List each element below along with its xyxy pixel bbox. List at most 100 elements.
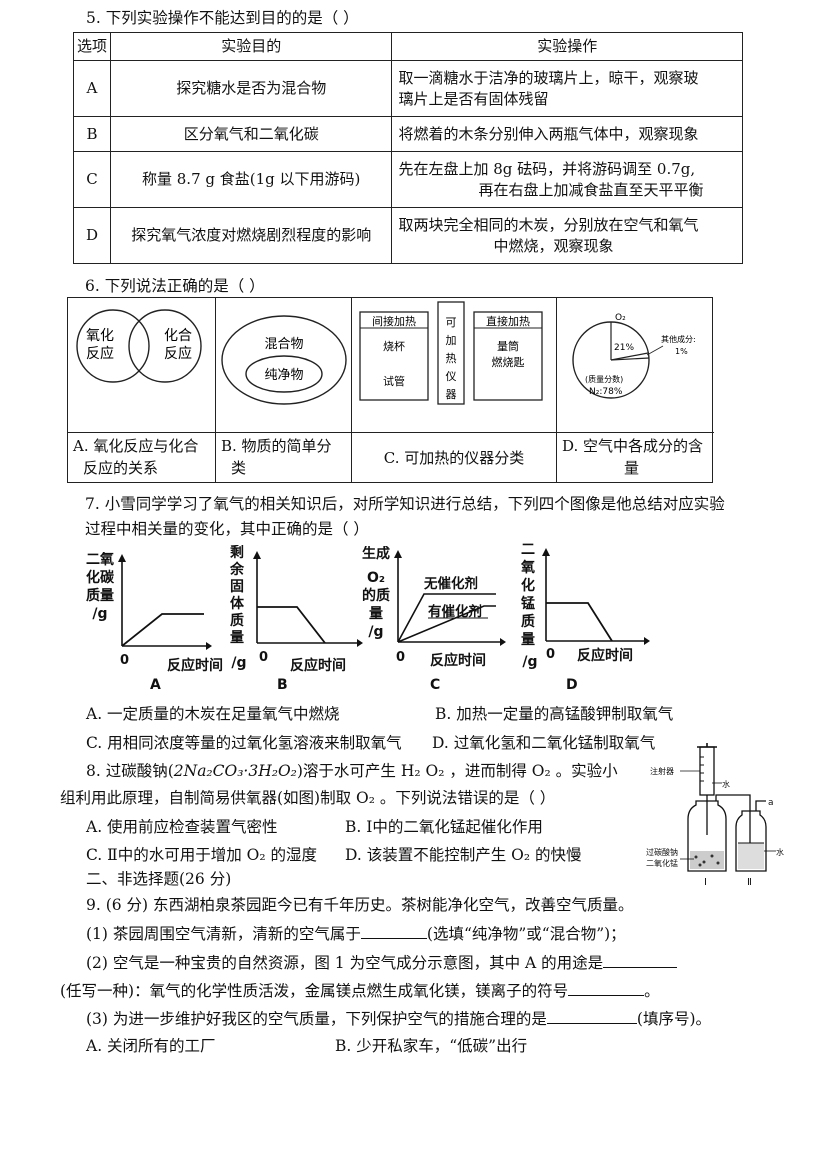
indirect-item: 试管 <box>383 374 405 388</box>
graph-a-letter: A <box>150 677 161 693</box>
q6-panel-c: 间接加热 烧杯 试管 可 加 热 仪 器 直接加热 量筒 燃烧匙 C. 可加热的… <box>352 298 557 482</box>
option-cell: D <box>73 207 111 264</box>
bottle-ii <box>735 810 767 872</box>
venn-right-label: 化合 <box>164 328 192 344</box>
middle-char: 热 <box>446 352 457 365</box>
answer-blank[interactable] <box>568 980 645 996</box>
q6-panel-a: 氧化 反应 化合 反应 A. 氧化反应与化合反应的关系 <box>68 298 216 482</box>
svg-text:体: 体 <box>230 595 245 612</box>
answer-blank[interactable] <box>360 923 427 939</box>
q7-line1: 7. 小雪同学学习了氧气的相关知识后，对所学知识进行总结，下列四个图像是他总结对… <box>85 495 725 513</box>
pie-divider <box>610 357 650 361</box>
q5-title: 5. 下列实验操作不能达到目的的是（ ） <box>86 9 359 27</box>
middle-char: 加 <box>446 334 457 347</box>
venn-diagram: 氧化 反应 化合 反应 <box>76 309 202 383</box>
svg-text:0: 0 <box>120 653 129 668</box>
graph-b-xlabel: 反应时间 <box>290 658 346 674</box>
svg-text:固: 固 <box>230 579 244 595</box>
graph-c-curve-catalyst <box>397 593 496 643</box>
direct-item: 量筒 <box>497 339 519 353</box>
other-label: 其他成分: <box>661 334 696 344</box>
option-cell: B <box>73 116 111 152</box>
air-pie-chart: O₂ 21% 其他成分: 1% (质量分数) N₂:78% <box>572 313 696 399</box>
svg-text:锰: 锰 <box>521 595 535 612</box>
bottle-ii-label: Ⅱ <box>747 877 752 888</box>
indirect-item: 烧杯 <box>383 339 405 353</box>
q9-intro: 9. (6 分) 东西湖柏泉茶园距今已有千年历史。茶树能净化空气，改善空气质量。 <box>86 896 634 914</box>
q8-option-b: B. Ⅰ中的二氧化锰起催化作用 <box>345 818 543 836</box>
graph-a-xlabel: 反应时间 <box>167 658 223 674</box>
q6-caption-b: B. 物质的简单分类 <box>216 432 351 482</box>
graph-c-letter: C <box>430 677 441 693</box>
svg-text:0: 0 <box>546 647 555 662</box>
q5-table: 选项 实验目的 实验操作 A 探究糖水是否为混合物 取一滴糖水于洁净的玻璃片上，… <box>73 32 743 264</box>
syringe-label: 注射器 <box>650 766 674 776</box>
option-cell: A <box>73 60 111 117</box>
goal-cell: 区分氧气和二氧化碳 <box>109 116 393 152</box>
table-row: A 探究糖水是否为混合物 取一滴糖水于洁净的玻璃片上，晾干，观察玻璃片上是否有固… <box>73 60 743 117</box>
section-title: 二、非选择题(26 分) <box>86 870 232 888</box>
q6-caption-d: D. 空气中各成分的含量 <box>557 432 714 482</box>
svg-text:0: 0 <box>259 650 268 665</box>
q9-part1: (1) 茶园周围空气清新，清新的空气属于(选填“纯净物”或“混合物”)； <box>86 923 626 943</box>
svg-text:有催化剂: 有催化剂 <box>428 603 482 620</box>
graph-d-xlabel: 反应时间 <box>577 648 633 664</box>
svg-text:的质: 的质 <box>362 587 390 604</box>
graph-c-xlabel: 反应时间 <box>430 653 486 669</box>
goal-cell: 探究氧气浓度对燃烧剧烈程度的影响 <box>109 207 393 264</box>
direct-item: 燃烧匙 <box>492 355 525 369</box>
graph-b-curve <box>257 606 326 644</box>
answer-blank[interactable] <box>603 952 678 968</box>
mno2-label: 二氧化锰 <box>646 858 678 868</box>
svg-text:0: 0 <box>396 650 405 665</box>
svg-text:质: 质 <box>521 613 535 630</box>
graph-d: 二 氧 化 锰 质 量 /g 0 <box>520 542 650 670</box>
svg-text:/g: /g <box>231 655 246 671</box>
table-row: C 称量 8.7 g 食盐(1g 以下用游码) 先在左盘上加 8g 砝码，并将游… <box>73 151 743 208</box>
water-label-right: 水 <box>776 847 784 857</box>
q9-option-b: B. 少开私家车，“低碳”出行 <box>335 1037 528 1055</box>
classification-diagram: 混合物 纯净物 <box>221 315 347 405</box>
q6-figure: 氧化 反应 化合 反应 A. 氧化反应与化合反应的关系 混合物 纯净物 B. 物… <box>67 297 714 483</box>
other-pct: 1% <box>675 347 688 356</box>
operation-cell: 取一滴糖水于洁净的玻璃片上，晾干，观察玻璃片上是否有固体残留 <box>391 60 743 117</box>
column-header: 选项 <box>73 32 111 61</box>
sodium-label: 过碳酸钠 <box>646 847 678 857</box>
q8-option-a: A. 使用前应检查装置气密性 <box>86 818 278 836</box>
venn-right-label2: 反应 <box>164 345 192 362</box>
q9-option-a: A. 关闭所有的工厂 <box>86 1037 216 1055</box>
table-row: B 区分氧气和二氧化碳 将燃着的木条分别伸入两瓶气体中，观察现象 <box>73 116 743 152</box>
q6-caption-a: A. 氧化反应与化合反应的关系 <box>68 432 215 482</box>
operation-cell: 先在左盘上加 8g 砝码，并将游码调至 0.7g,再在右盘上加减食盐直至天平平衡 <box>391 151 743 208</box>
operation-cell: 将燃着的木条分别伸入两瓶气体中，观察现象 <box>391 116 743 152</box>
svg-text:质: 质 <box>230 612 244 629</box>
graph-b-letter: B <box>277 677 288 693</box>
q8-line2: 组利用此原理，自制简易供氧器(如图)制取 O₂ 。下列说法错误的是（ ） <box>60 789 556 807</box>
q6-title: 6. 下列说法正确的是（ ） <box>85 277 265 295</box>
q7-option-d: D. 过氧化氢和二氧化锰制取氧气 <box>432 734 656 752</box>
o2-label: O₂ <box>615 313 626 323</box>
q9-part2: (2) 空气是一种宝贵的自然资源，图 1 为空气成分示意图，其中 A 的用途是 <box>86 952 678 973</box>
svg-text:剩: 剩 <box>230 545 244 561</box>
q7-option-c: C. 用相同浓度等量的过氧化氢溶液来制取氧气 <box>86 734 402 752</box>
svg-text:化碳: 化碳 <box>86 569 115 586</box>
table-header-row: 选项 实验目的 实验操作 <box>73 32 743 61</box>
answer-blank[interactable] <box>546 1008 637 1024</box>
q6-panel-b: 混合物 纯净物 B. 物质的简单分类 <box>216 298 352 482</box>
table-row: D 探究氧气浓度对燃烧剧烈程度的影响 取两块完全相同的木炭，分别放在空气和氧气中… <box>73 207 743 264</box>
mass-label: (质量分数) <box>585 374 623 384</box>
venn-left-label2: 反应 <box>86 345 114 362</box>
goal-cell: 称量 8.7 g 食盐(1g 以下用游码) <box>109 151 393 208</box>
svg-text:O₂: O₂ <box>367 570 385 586</box>
q6-caption-c: C. 可加热的仪器分类 <box>352 432 556 482</box>
inner-label: 纯净物 <box>264 368 303 383</box>
n2-label: N₂:78% <box>589 387 623 397</box>
venn-left-label: 氧化 <box>86 328 114 344</box>
svg-text:生成: 生成 <box>362 546 390 562</box>
column-header: 实验操作 <box>391 32 743 61</box>
direct-title: 直接加热 <box>486 314 530 328</box>
graph-b: 剩 余 固 体 质 量 /g 0 <box>229 545 363 671</box>
q9-part2-cont: (任写一种)：氧气的化学性质活泼，金属镁点燃生成氧化镁，镁离子的符号。 <box>60 980 660 1000</box>
graph-c: 生成 O₂ 的质 量 /g 无催化剂 有催化剂 0 <box>362 546 506 665</box>
o2-pct: 21% <box>614 343 634 353</box>
